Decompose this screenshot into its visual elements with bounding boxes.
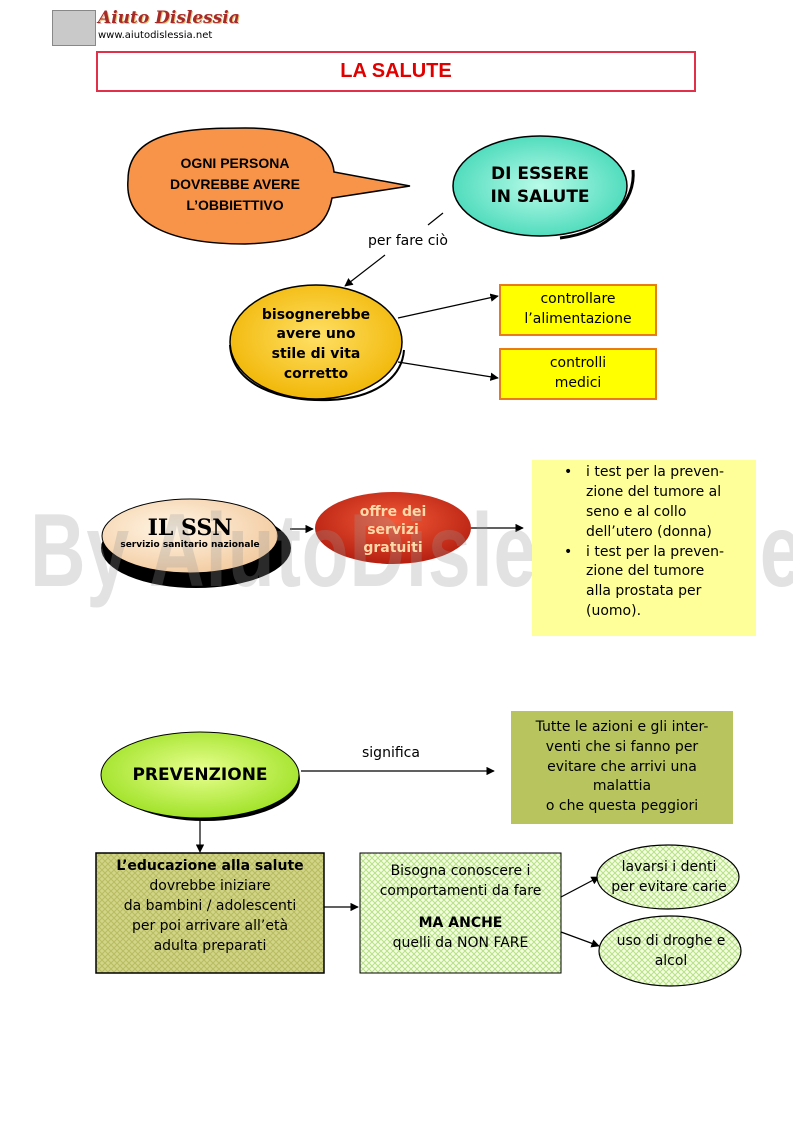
lifestyle-line: avere uno bbox=[276, 326, 356, 343]
offers-line: offre dei bbox=[359, 503, 427, 520]
test-item-women: i test per la preven- zione del tumore a… bbox=[564, 463, 748, 543]
ssn-text: IL SSN servizio sanitario nazionale bbox=[102, 508, 278, 558]
goal-ellipse bbox=[452, 135, 628, 237]
goal-line: DI ESSERE bbox=[490, 164, 589, 185]
dont-item-line: alcol bbox=[654, 953, 688, 969]
do-item-text: lavarsi i denti per evitare carie bbox=[598, 857, 740, 899]
do-item-line: per evitare carie bbox=[611, 879, 727, 895]
item-alimentazione: controllare l’alimentazione bbox=[499, 284, 657, 336]
ssn-ellipse bbox=[101, 498, 279, 574]
definition-line: malattia bbox=[592, 778, 652, 795]
speech-bubble bbox=[127, 127, 411, 245]
item-line: medici bbox=[554, 375, 602, 391]
offers-line: servizi bbox=[367, 521, 419, 538]
behaviours-box: Bisogna conoscere i comportamenti da far… bbox=[360, 858, 561, 958]
behaviours-line: Bisogna conoscere i bbox=[390, 863, 531, 880]
item-line: controllare bbox=[540, 291, 616, 308]
definition-line: evitare che arrivi una bbox=[547, 758, 697, 775]
lifestyle-text: bisognerebbe avere uno stile di vita cor… bbox=[240, 305, 392, 385]
goal-shadow bbox=[559, 169, 635, 240]
ssn-subtitle: servizio sanitario nazionale bbox=[120, 540, 260, 551]
arrow-to-do-item bbox=[560, 876, 600, 898]
lifestyle-line: bisognerebbe bbox=[261, 306, 371, 323]
goal-line: IN SALUTE bbox=[490, 187, 590, 207]
education-line: da bambini / adolescenti bbox=[123, 898, 297, 915]
item-line: controlli bbox=[549, 355, 607, 372]
lifestyle-shadow bbox=[229, 344, 405, 402]
offers-text: offre dei servizi gratuiti bbox=[325, 502, 461, 558]
arrow-per-fare bbox=[344, 254, 386, 287]
logo-title: Aiuto Dislessia bbox=[98, 8, 240, 28]
behaviours-box-fill bbox=[359, 852, 562, 974]
item-line: l’alimentazione bbox=[524, 311, 632, 327]
page-title: LA SALUTE bbox=[96, 51, 696, 92]
definition-box: Tutte le azioni e gli inter- venti che s… bbox=[511, 711, 733, 824]
lifestyle-line: corretto bbox=[283, 365, 349, 382]
logo-url: www.aiutodislessia.net bbox=[98, 30, 213, 41]
test-item-men: i test per la preven- zione del tumore a… bbox=[564, 543, 748, 623]
tests-list: i test per la preven- zione del tumore a… bbox=[564, 463, 748, 622]
education-line: adulta preparati bbox=[153, 937, 267, 954]
behaviours-line: comportamenti da fare bbox=[379, 883, 542, 900]
lifestyle-ellipse bbox=[229, 284, 403, 400]
bubble-line: DOVREBBE AVERE bbox=[170, 175, 300, 192]
ssn-title: IL SSN bbox=[147, 514, 233, 541]
do-item-line: lavarsi i denti bbox=[621, 859, 717, 876]
education-title: L’educazione alla salute bbox=[116, 858, 304, 875]
lifestyle-line: stile di vita bbox=[271, 346, 361, 362]
offers-ellipse bbox=[315, 492, 471, 564]
definition-line: o che questa peggiori bbox=[545, 798, 699, 815]
education-box-fill bbox=[95, 852, 325, 974]
bubble-line: OGNI PERSONA bbox=[180, 154, 290, 171]
arrow-goal-to-lifestyle bbox=[427, 212, 444, 226]
education-box: L’educazione alla salute dovrebbe inizia… bbox=[96, 855, 324, 959]
definition-line: Tutte le azioni e gli inter- bbox=[535, 718, 709, 735]
education-line: per poi arrivare all’età bbox=[131, 917, 289, 934]
bubble-text: OGNI PERSONA DOVREBBE AVERE L’OBBIETTIVO bbox=[140, 148, 330, 220]
behaviours-bold: MA ANCHE bbox=[418, 915, 503, 931]
significa-label: significa bbox=[362, 745, 420, 761]
goal-text: DI ESSERE IN SALUTE bbox=[470, 160, 610, 212]
behaviours-line: quelli da NON FARE bbox=[392, 934, 529, 951]
dont-item-text: uso di droghe e alcol bbox=[598, 931, 744, 973]
offers-line: gratuiti bbox=[363, 540, 423, 557]
prevention-text: PREVENZIONE bbox=[132, 765, 268, 785]
arrow-to-alimentazione bbox=[397, 293, 499, 319]
bubble-line: L’OBBIETTIVO bbox=[186, 196, 284, 213]
item-controlli: controlli medici bbox=[499, 348, 657, 400]
definition-line: venti che si fanno per bbox=[545, 738, 699, 755]
per-fare-label: per fare ciò bbox=[368, 233, 448, 249]
dont-item-ellipse bbox=[598, 915, 742, 987]
dont-item-line: uso di droghe e bbox=[616, 933, 726, 950]
prevention-ellipse bbox=[100, 731, 300, 819]
tests-box: i test per la preven- zione del tumore a… bbox=[532, 460, 756, 636]
arrow-to-dont-item bbox=[560, 931, 600, 948]
logo-image bbox=[52, 10, 96, 46]
do-item-ellipse bbox=[596, 844, 740, 910]
education-line: dovrebbe iniziare bbox=[149, 878, 271, 895]
arrow-to-controlli bbox=[397, 361, 499, 381]
